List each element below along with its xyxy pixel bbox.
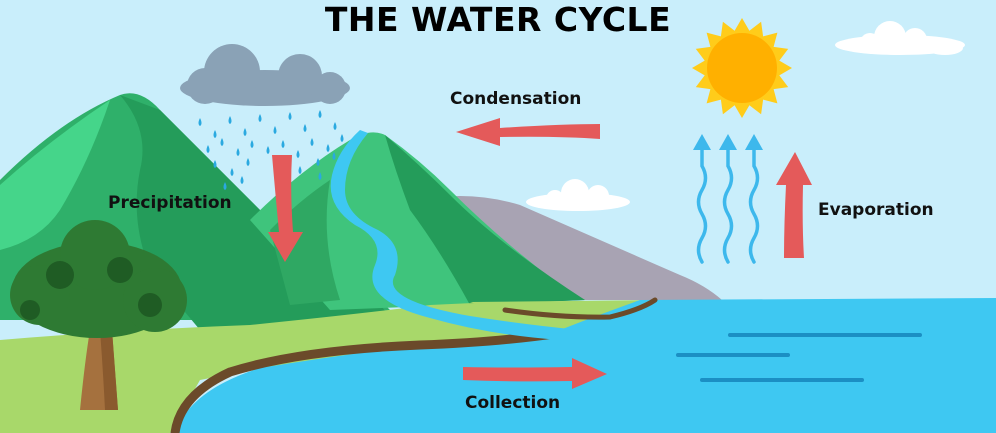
raindrop [220, 138, 224, 146]
raindrop [250, 140, 254, 148]
raindrop [213, 160, 217, 168]
tree-foliage-dark [46, 261, 74, 289]
raindrop [288, 112, 292, 120]
raindrop [318, 110, 322, 118]
precipitation-arrow [268, 155, 303, 262]
tree-foliage-dark [138, 293, 162, 317]
raindrop [236, 148, 240, 156]
white-cloud-top-right [835, 21, 965, 55]
evaporation-vapor-arrowheads [693, 134, 763, 150]
tree [10, 220, 187, 410]
raindrop [326, 144, 330, 152]
raindrop [230, 168, 234, 176]
raindrop [340, 134, 344, 142]
raindrop [333, 122, 337, 130]
rain-cloud [180, 44, 350, 106]
label-condensation: Condensation [450, 89, 582, 109]
label-evaporation: Evaporation [818, 200, 934, 220]
evaporation-arrow [776, 152, 812, 258]
tree-trunk-shade [100, 330, 118, 410]
raindrop [298, 166, 302, 174]
river [330, 130, 580, 340]
left-mountain-shade [0, 100, 110, 250]
evaporation-vapor-arrows [696, 144, 760, 264]
diagram-title: THE WATER CYCLE [324, 0, 672, 39]
raindrop [243, 128, 247, 136]
grass-field [0, 301, 650, 433]
sun [692, 18, 792, 118]
raindrop [273, 126, 277, 134]
shoreline [170, 328, 565, 433]
tree-foliage-dark [107, 257, 133, 283]
raindrop [228, 116, 232, 124]
raindrop [246, 158, 250, 166]
white-cloud-middle [526, 179, 630, 211]
raindrop [332, 152, 336, 160]
raindrop [206, 145, 210, 153]
collection-arrow [463, 358, 607, 389]
label-collection: Collection [465, 393, 561, 413]
label-precipitation: Precipitation [108, 193, 232, 213]
tree-foliage-dark [20, 300, 40, 320]
raindrop [258, 114, 262, 122]
raindrop [266, 146, 270, 154]
raindrop [240, 176, 244, 184]
raindrop [198, 118, 202, 126]
mid-mountain-shade [270, 180, 340, 305]
raindrop [281, 140, 285, 148]
raindrops [198, 110, 344, 190]
condensation-arrow [456, 118, 600, 146]
raindrop [296, 150, 300, 158]
raindrop [213, 130, 217, 138]
raindrop [316, 158, 320, 166]
far-shoreline [502, 297, 658, 320]
raindrop [310, 138, 314, 146]
right-mountain-shade [385, 135, 585, 305]
raindrop [303, 124, 307, 132]
raindrop [223, 182, 227, 190]
raindrop [318, 172, 322, 180]
